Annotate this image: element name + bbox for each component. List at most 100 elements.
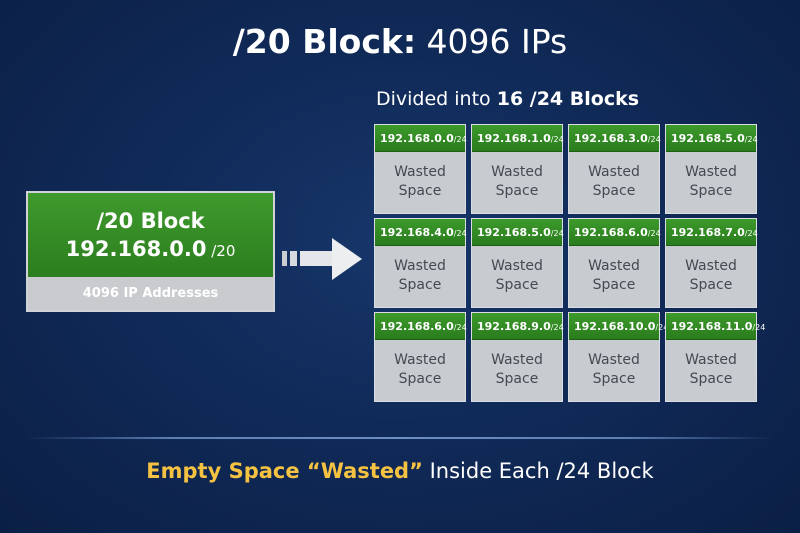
title-rest: 4096 IPs (416, 22, 568, 61)
caption-rest: Inside Each /24 Block (422, 459, 654, 483)
subnet-network: 192.168.5.0 (477, 226, 551, 239)
subnet-network: 192.168.1.0 (477, 132, 551, 145)
divider (25, 437, 775, 439)
subnet-body-line1: Wasted (685, 258, 737, 274)
subnet-block-header: 192.168.1.0/24 (472, 125, 564, 152)
subnet-block-header: 192.168.3.0/24 (569, 125, 661, 152)
subtitle-prefix: Divided into (376, 88, 497, 110)
subnet-prefix: /24 (453, 135, 467, 144)
subnet-block-header: 192.168.11.0/24 (666, 313, 765, 340)
subnet-body-line2: Space (398, 183, 442, 199)
subnet-prefix: /24 (550, 323, 564, 332)
diagram-title: /20 Block: 4096 IPs (0, 22, 800, 62)
subnet-body-line1: Wasted (394, 258, 446, 274)
subnet-prefix: /24 (744, 229, 758, 238)
subtitle-bold: 16 /24 Blocks (496, 88, 640, 110)
source-block-cidr: 192.168.0.0 /20 (28, 235, 273, 265)
subnet-body-line1: Wasted (588, 258, 640, 274)
subnet-block-header: 192.168.0.0/24 (375, 125, 467, 152)
subnet-body-line2: Space (689, 277, 733, 293)
source-block-suffix: /20 (206, 242, 236, 260)
subnet-network: 192.168.3.0 (574, 132, 648, 145)
subnet-prefix: /24 (744, 135, 758, 144)
subnet-prefix: /24 (655, 323, 669, 332)
subnet-body-line1: Wasted (588, 164, 640, 180)
subnet-prefix: /24 (550, 135, 564, 144)
subnet-block-header: 192.168.5.0/24 (472, 219, 564, 246)
subnet-body-line1: Wasted (394, 352, 446, 368)
subnet-network: 192.168.5.0 (671, 132, 745, 145)
subnet-body-line1: Wasted (394, 164, 446, 180)
title-bold: /20 Block: (232, 22, 417, 61)
subnet-body-line2: Space (592, 183, 636, 199)
subnet-prefix: /24 (453, 229, 467, 238)
subnet-body-line1: Wasted (588, 352, 640, 368)
subnet-block-header: 192.168.4.0/24 (375, 219, 467, 246)
subnet-body-line1: Wasted (491, 258, 543, 274)
subnet-body-line2: Space (495, 183, 539, 199)
subnet-network: 192.168.11.0 (671, 320, 753, 333)
source-block: /20 Block 192.168.0.0 /20 4096 IP Addres… (26, 191, 275, 312)
subnet-body-line2: Space (495, 371, 539, 387)
subnet-prefix: /24 (453, 323, 467, 332)
subnet-network: 192.168.6.0 (380, 320, 454, 333)
subnet-network: 192.168.9.0 (477, 320, 551, 333)
subnet-network: 192.168.0.0 (380, 132, 454, 145)
subnet-body-line2: Space (592, 277, 636, 293)
subnet-network: 192.168.4.0 (380, 226, 454, 239)
subnet-body-line1: Wasted (685, 164, 737, 180)
subnet-prefix: /24 (550, 229, 564, 238)
subnet-network: 192.168.10.0 (574, 320, 656, 333)
arrow-right-icon (282, 238, 362, 280)
subnet-body-line2: Space (398, 371, 442, 387)
subnet-body-line1: Wasted (491, 352, 543, 368)
subnet-prefix: /24 (752, 323, 766, 332)
subnet-network: 192.168.6.0 (574, 226, 648, 239)
subnet-block-header: 192.168.9.0/24 (472, 313, 564, 340)
caption-highlight: Empty Space “Wasted” (146, 459, 423, 483)
subnet-network: 192.168.7.0 (671, 226, 745, 239)
subnet-body-line1: Wasted (685, 352, 737, 368)
subnet-block-header: 192.168.6.0/24 (375, 313, 467, 340)
subnet-prefix: /24 (647, 229, 661, 238)
subnet-body-line2: Space (398, 277, 442, 293)
subnet-prefix: /24 (647, 135, 661, 144)
subnet-body-line1: Wasted (491, 164, 543, 180)
source-block-network: 192.168.0.0 (65, 237, 207, 261)
subnet-body-line2: Space (689, 371, 733, 387)
subnet-block-header: 192.168.5.0/24 (666, 125, 758, 152)
subnet-block-header: 192.168.10.0/24 (569, 313, 668, 340)
subnet-block-header: 192.168.7.0/24 (666, 219, 758, 246)
subnet-body-line2: Space (592, 371, 636, 387)
grid-subtitle: Divided into 16 /24 Blocks (376, 86, 639, 112)
subnet-body-line2: Space (495, 277, 539, 293)
source-block-name: /20 Block (96, 209, 205, 233)
source-block-addresses: 4096 IP Addresses (28, 277, 273, 310)
source-block-header: /20 Block 192.168.0.0 /20 (28, 193, 273, 277)
subnet-block-header: 192.168.6.0/24 (569, 219, 661, 246)
